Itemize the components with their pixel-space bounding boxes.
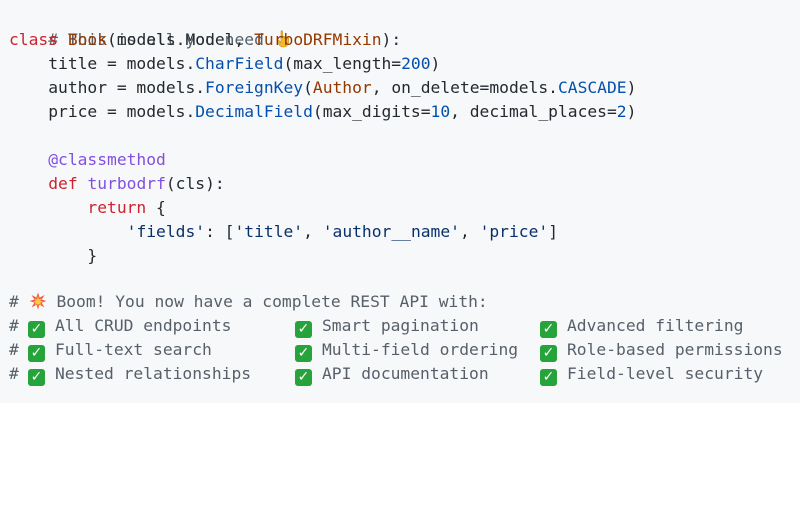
pointing-down-hand-icon [276,30,289,48]
ref-author: Author [312,78,372,97]
feature-row: # ✓All CRUD endpoints ✓Smart pagination … [9,314,800,338]
feature-label: Advanced filtering [567,316,744,335]
string-fields-key: 'fields' [126,222,206,241]
keyword-return: return [87,198,147,217]
return-indent [9,198,87,217]
code-line-class-definition: class Book(models.Model, TurboDRFMixin): [9,28,800,52]
collision-icon [29,292,47,310]
code-line-return: return { [9,196,800,220]
feature-item: ✓ API documentation [295,362,489,386]
code-line-fields: 'fields': ['title', 'author__name', 'pri… [9,220,800,244]
feature-item: ✓ All CRUD endpoints [28,314,231,338]
keyword-class: class [9,30,59,49]
header-comment: # This is all you need [48,30,264,49]
boom-text: Boom! You now have a complete REST API w… [56,292,488,311]
check-mark-icon: ✓ [540,369,557,386]
fields-sep-1: , [303,222,323,241]
code-line-header-comment: # This is all you need [9,4,800,49]
feature-label: Field-level security [567,364,764,383]
feature-item: ✓ Role-based permissions [540,338,783,362]
feature-item: ✓ Full-text search [28,338,212,362]
price-decimal-places: , decimal_places= [450,102,617,121]
feature-label: Role-based permissions [567,340,783,359]
check-mark-icon: ✓ [28,321,45,338]
base-class-mixin: TurboDRFMixin [254,30,382,49]
function-name: turbodrf [87,174,166,193]
fields-end: ] [548,222,558,241]
code-line-def: def turbodrf(cls): [9,172,800,196]
feature-hash: # [9,364,19,383]
feature-label: API documentation [322,364,489,383]
author-on-delete: , on_delete=models. [371,78,558,97]
feature-label: Smart pagination [322,316,479,335]
check-mark-icon: ✓ [540,321,557,338]
decorator-classmethod: @classmethod [9,150,166,169]
price-assign: price = models. [9,102,196,121]
blank-gap [9,268,800,290]
string-title: 'title' [234,222,304,241]
number-decimal-places: 2 [616,102,627,121]
feature-item: ✓ Multi-field ordering [295,338,518,362]
feature-row: # ✓ Full-text search ✓ Multi-field orderin… [9,338,800,362]
number-max-digits: 10 [430,102,451,121]
code-line-close-brace: } [9,244,800,268]
feature-hash: # [9,316,19,335]
feature-hash: # [9,340,19,359]
field-type-decimalfield: DecimalField [195,102,313,121]
code-block: # This is all you need class Book(models… [9,4,800,386]
title-close: ) [430,54,441,73]
author-close: ) [626,78,637,97]
function-args: (cls): [165,174,225,193]
check-mark-icon: ✓ [295,321,312,338]
base-class-model: models.Model [116,30,235,49]
code-line-author-field: author = models.ForeignKey(Author, on_de… [9,76,800,100]
number-max-length: 200 [401,54,431,73]
feature-row: # ✓ Nested relationships ✓ API documentati… [9,362,800,386]
close-brace: } [9,246,98,265]
boom-hash: # [9,292,19,311]
def-indent [9,174,48,193]
boom-comment-line: # Boom! You now have a complete REST API… [9,290,800,314]
keyword-def: def [48,174,78,193]
fields-sep-2: , [459,222,480,241]
paren-open: ( [107,30,117,49]
fields-indent [9,222,127,241]
string-author-name: 'author__name' [322,222,460,241]
string-price: 'price' [479,222,549,241]
blank-line [9,124,800,148]
class-name: Book [67,30,108,49]
const-cascade: CASCADE [557,78,627,97]
code-line-price-field: price = models.DecimalField(max_digits=1… [9,100,800,124]
check-mark-icon: ✓ [540,345,557,362]
feature-label: Full-text search [55,340,212,359]
feature-item: ✓ Nested relationships [28,362,251,386]
price-max-digits: (max_digits= [312,102,431,121]
check-mark-icon: ✓ [295,369,312,386]
price-close: ) [626,102,637,121]
feature-label: Nested relationships [55,364,252,383]
code-line-title-field: title = models.CharField(max_length=200) [9,52,800,76]
fields-colon: : [ [205,222,235,241]
field-type-foreignkey: ForeignKey [205,78,304,97]
feature-label: All CRUD endpoints [55,316,232,335]
code-line-decorator: @classmethod [9,148,800,172]
feature-label: Multi-field ordering [322,340,519,359]
def-space [78,174,88,193]
paren-close: ): [381,30,402,49]
author-open: ( [303,78,313,97]
feature-item: ✓ Field-level security [540,362,763,386]
field-type-charfield: CharField [195,54,284,73]
title-args: (max_length= [283,54,402,73]
feature-item: ✓ Advanced filtering [540,314,743,338]
separator: , [234,30,255,49]
check-mark-icon: ✓ [28,345,45,362]
return-brace: { [146,198,166,217]
check-mark-icon: ✓ [28,369,45,386]
feature-item: ✓ Smart pagination [295,314,479,338]
check-mark-icon: ✓ [295,345,312,362]
title-assign: title = models. [9,54,196,73]
author-assign: author = models. [9,78,206,97]
